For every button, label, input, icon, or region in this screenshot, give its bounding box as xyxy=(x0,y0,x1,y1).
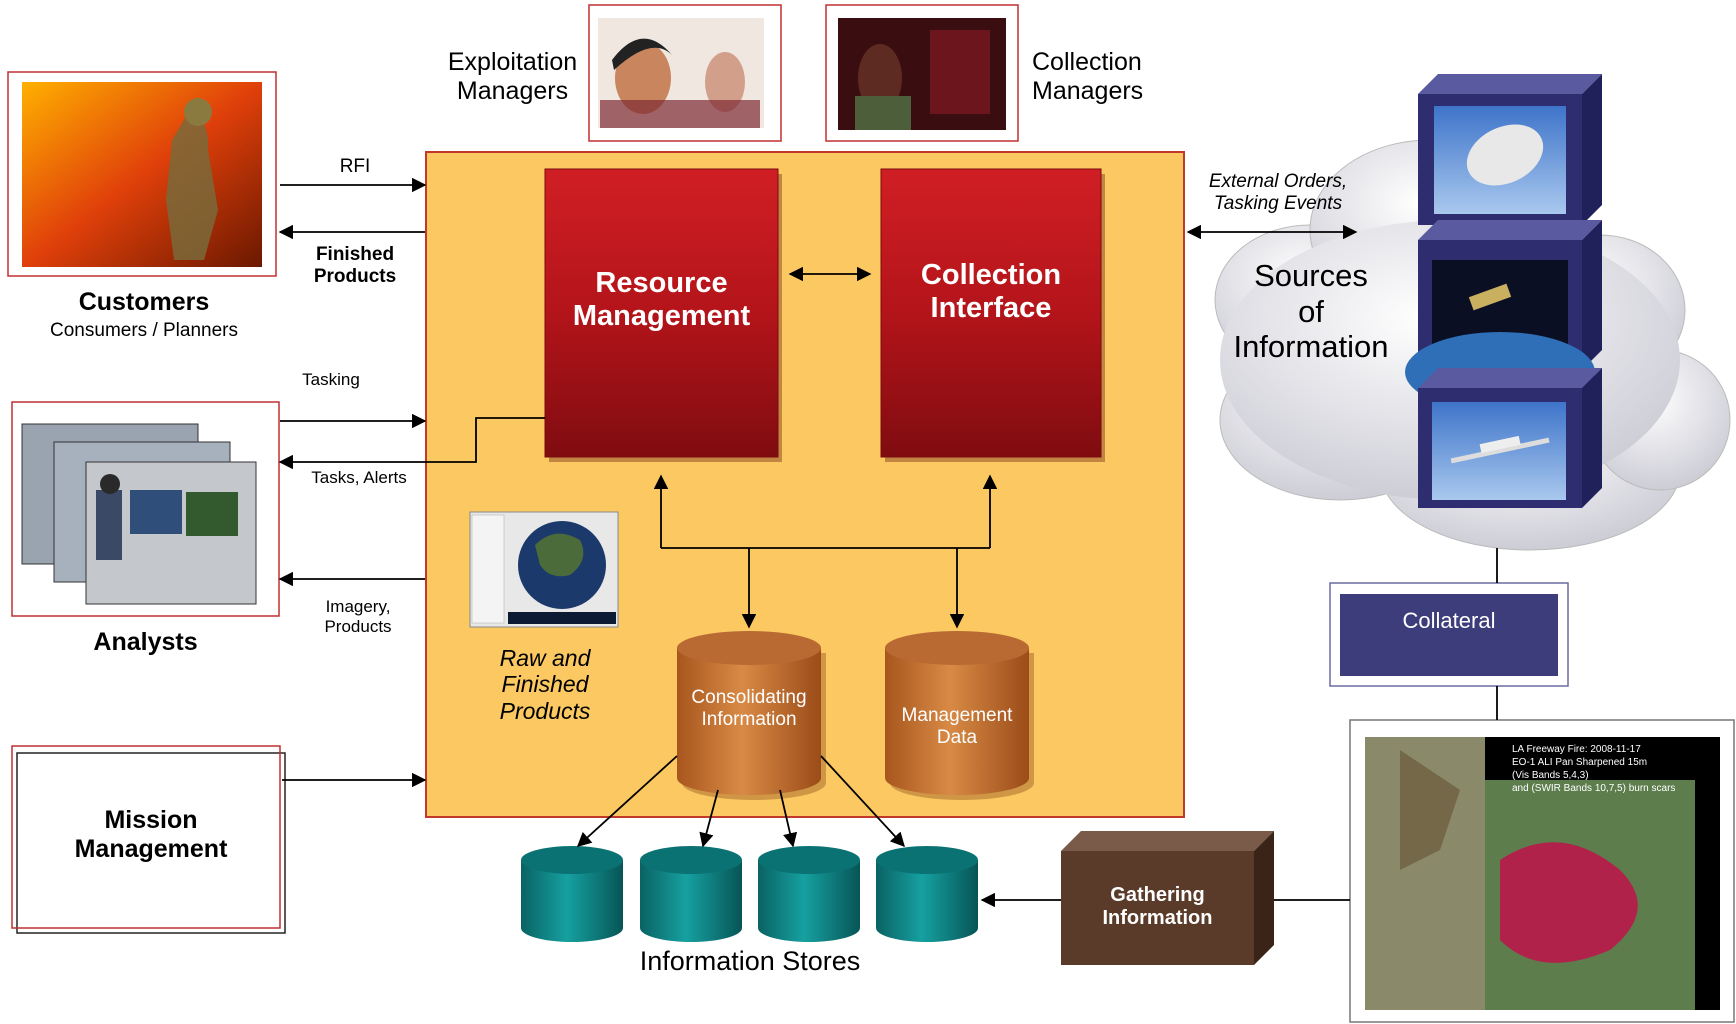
analysts-photo xyxy=(11,401,280,617)
management-data-label: Management Data xyxy=(901,705,1013,748)
finished-products-label: Finished Products xyxy=(313,244,397,287)
rfi-label: RFI xyxy=(339,156,371,177)
management-data-cylinder xyxy=(885,631,1034,800)
collection-interface-title: Collection Interface xyxy=(920,259,1062,324)
fire-map-caption: LA Freeway Fire: 2008-11-17 EO-1 ALI Pan… xyxy=(1512,744,1676,794)
customers-title: Customers xyxy=(78,288,210,316)
uav-source-cube xyxy=(1418,368,1602,508)
resource-management-title: Resource Management xyxy=(572,267,751,332)
sources-of-information-title: Sources of Information xyxy=(1233,258,1389,365)
mission-management-box xyxy=(11,745,286,934)
raw-finished-products-label: Raw and Finished Products xyxy=(499,645,591,724)
information-store-cylinder-3 xyxy=(758,846,860,942)
collection-managers-photo xyxy=(825,4,1019,142)
exploitation-managers-label: Exploitation Managers xyxy=(447,48,578,105)
information-store-cylinder-1 xyxy=(521,846,623,942)
connectors xyxy=(278,177,1498,908)
mission-management-title: Mission Management xyxy=(74,806,228,863)
information-stores-title: Information Stores xyxy=(639,946,861,976)
collection-managers-label: Collection Managers xyxy=(1032,48,1144,105)
consolidating-to-store4-arrow xyxy=(820,755,905,848)
tasking-label: Tasking xyxy=(302,370,360,389)
information-store-cylinder-2 xyxy=(640,846,742,942)
collateral-box xyxy=(1329,582,1569,687)
tasks-alerts-label: Tasks, Alerts xyxy=(311,468,407,487)
gathering-information-box xyxy=(1061,831,1274,965)
gathering-information-label: Gathering Information xyxy=(1102,884,1213,929)
resource-management-box xyxy=(544,168,782,462)
collection-interface-box xyxy=(880,168,1105,462)
globe-screenshot xyxy=(469,511,619,628)
consolidating-information-label: Consolidating Information xyxy=(691,687,807,730)
analysts-title: Analysts xyxy=(93,628,198,656)
information-store-cylinder-4 xyxy=(876,846,978,942)
fire-map-image xyxy=(1349,719,1735,1023)
collateral-label: Collateral xyxy=(1402,608,1496,633)
consolidating-to-store1-arrow xyxy=(576,755,678,847)
consolidating-to-store3-arrow xyxy=(779,789,798,848)
tasks-alerts-arrow xyxy=(278,417,545,470)
customers-photo xyxy=(7,71,277,277)
customers-subtitle: Consumers / Planners xyxy=(50,320,238,341)
antenna-source-cube xyxy=(1418,74,1602,225)
consolidating-information-cylinder xyxy=(677,631,826,800)
imagery-products-label: Imagery, Products xyxy=(324,597,392,636)
external-orders-label: External Orders, Tasking Events xyxy=(1208,171,1348,214)
exploitation-managers-photo xyxy=(588,4,782,142)
consolidating-to-store2-arrow xyxy=(699,789,719,848)
